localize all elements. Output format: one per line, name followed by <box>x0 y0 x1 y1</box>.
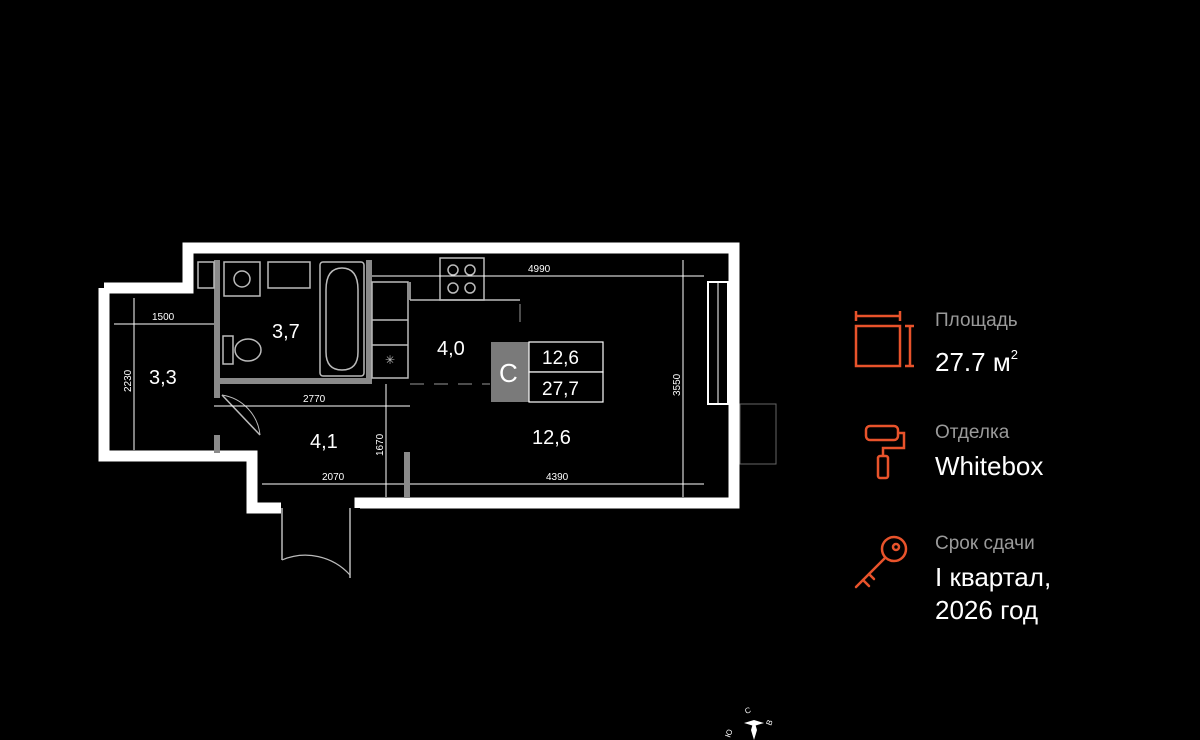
finish-label: Отделка <box>935 422 1010 443</box>
deadline-quarter: I квартал, <box>935 562 1052 592</box>
key-icon <box>854 535 908 589</box>
dimension-lines <box>114 260 704 497</box>
balcony-outside <box>739 403 777 465</box>
kitchen-fixtures: ✳ <box>371 257 520 379</box>
dim-hall-width: 2770 <box>303 394 326 405</box>
floor-area-icon <box>854 311 914 368</box>
window <box>707 281 729 405</box>
paint-roller-icon <box>864 424 906 480</box>
room-area-living: 12,6 <box>532 427 571 449</box>
compass-south: Ю <box>723 728 734 739</box>
dim-room-width-bottom: 4390 <box>546 472 569 483</box>
badge-letter: С <box>499 358 518 388</box>
deadline-year: 2026 год <box>935 595 1039 625</box>
dim-balcony-depth: 2230 <box>123 369 134 392</box>
compass-north: С <box>744 705 753 716</box>
dimension-labels: 1500 2230 2770 1670 2070 4390 4990 3550 <box>123 264 683 483</box>
finish-value: Whitebox <box>935 451 1044 481</box>
floor-plan: ✳ 1500 2230 2770 1670 2070 4390 4990 355… <box>98 242 777 578</box>
deadline-label: Срок сдачи <box>935 533 1035 554</box>
bathroom-fixtures <box>197 261 365 377</box>
area-value: 27.7 м2 <box>935 347 1018 377</box>
badge-living-area: 12,6 <box>542 348 579 369</box>
room-area-bathroom: 3,7 <box>272 321 300 343</box>
exterior-walls <box>98 242 740 514</box>
doors <box>221 394 351 578</box>
dim-room-depth: 3550 <box>672 373 683 396</box>
dim-balcony-width: 1500 <box>152 312 175 323</box>
dim-room-width-top: 4990 <box>528 264 551 275</box>
dim-entry-width: 2070 <box>322 472 345 483</box>
compass-rose: С В Ю <box>723 705 775 740</box>
apartment-badge: С 12,6 27,7 <box>491 341 604 403</box>
room-area-balcony: 3,3 <box>149 367 177 389</box>
compass-east: В <box>764 719 774 727</box>
dim-hall-depth: 1670 <box>375 433 386 456</box>
deadline-value: I квартал, 2026 год <box>935 561 1051 627</box>
area-label: Площадь <box>935 310 1018 331</box>
interior-walls <box>214 260 410 497</box>
svg-text:✳: ✳ <box>385 353 395 367</box>
room-area-kitchen: 4,0 <box>437 338 465 360</box>
room-area-hall: 4,1 <box>310 431 338 453</box>
badge-total-area: 27,7 <box>542 379 579 400</box>
room-labels: 3,3 3,7 4,0 4,1 12,6 <box>149 321 571 453</box>
